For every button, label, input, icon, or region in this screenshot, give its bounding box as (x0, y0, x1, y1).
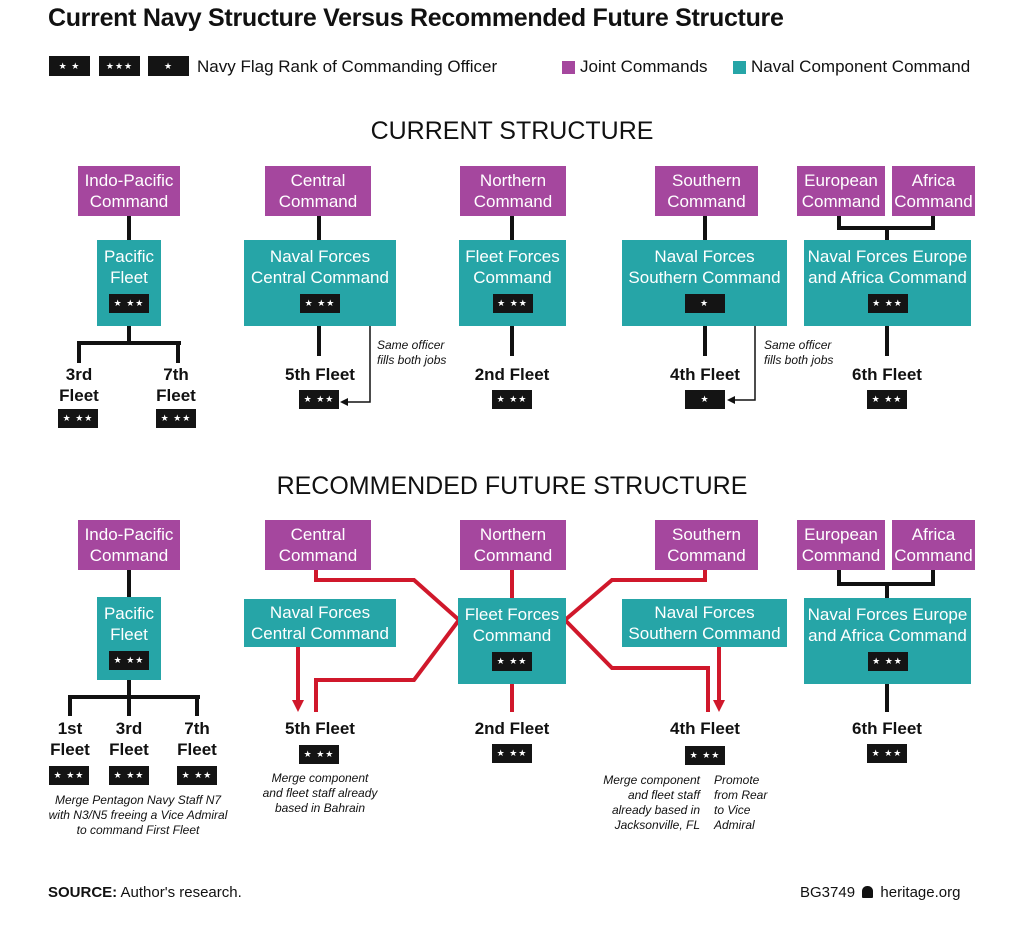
future-navsouth: Naval Forces Southern Command (622, 599, 787, 647)
future-central-command: Central Command (265, 520, 371, 570)
note-fifth-fleet: Merge component and fleet staff already … (262, 771, 378, 815)
rank-icon: ★ ★★ (492, 652, 532, 671)
current-fifth-fleet: 5th Fleet (285, 365, 355, 384)
future-third-fleet: 3rd Fleet (109, 719, 149, 759)
current-indopac-command: Indo-Pacific Command (78, 166, 180, 216)
future-africa-command: Africa Command (892, 520, 975, 570)
future-structure-heading: RECOMMENDED FUTURE STRUCTURE (276, 472, 748, 500)
rank-icon: ★ ★★ (156, 409, 196, 428)
bell-icon (862, 886, 874, 898)
future-fourth-fleet: 4th Fleet (670, 719, 740, 738)
footer-credit: BG3749 heritage.org (800, 884, 960, 901)
rank-icon: ★ ★★ (492, 390, 532, 409)
rank-icon: ★ ★★ (109, 766, 149, 785)
note-fourth-promote: Promote from Rear to Vice Admiral (714, 773, 768, 832)
legend-flag-rank-label: Navy Flag Rank of Commanding Officer (197, 57, 498, 76)
current-seventh-fleet: 7th Fleet (156, 365, 196, 405)
rank-icon: ★ (684, 294, 725, 313)
future-seventh-fleet: 7th Fleet (177, 719, 217, 759)
future-naveur: Naval Forces Europe and Africa Command ★… (804, 598, 971, 684)
future-european-command: European Command (797, 520, 885, 570)
future-fifth-fleet: 5th Fleet (285, 719, 355, 738)
rank-icon: ★ ★★ (299, 390, 339, 409)
rank-icon: ★ ★★ (492, 744, 532, 763)
rank-icon: ★ ★★ (58, 409, 98, 428)
note-fourth-merge: Merge component and fleet staff already … (603, 773, 700, 832)
legend-joint-swatch (562, 61, 575, 74)
current-pacific-fleet: Pacific Fleet ★ ★★ (97, 240, 161, 326)
source-line: SOURCE: Author's research. (48, 884, 242, 901)
one-star-rank-icon: ★ ★ (49, 56, 90, 76)
current-fleet-forces-command: Fleet Forces Command ★ ★★ (459, 240, 566, 326)
rank-icon: ★ ★★ (109, 651, 149, 670)
future-northern-command: Northern Command (460, 520, 566, 570)
current-navcent: Naval Forces Central Command ★ ★★ (244, 240, 396, 326)
current-fourth-fleet: 4th Fleet (670, 365, 740, 384)
current-northern-command: Northern Command (460, 166, 566, 216)
future-first-fleet: 1st Fleet (50, 719, 90, 759)
note-same-officer-central: Same officer fills both jobs (377, 338, 447, 367)
current-european-command: European Command (797, 166, 885, 216)
rank-icon: ★ ★★ (177, 766, 217, 785)
future-second-fleet: 2nd Fleet (474, 719, 550, 738)
legend-naval-label: Naval Component Command (751, 57, 971, 76)
future-navcent: Naval Forces Central Command (244, 599, 396, 647)
current-southern-command: Southern Command (655, 166, 758, 216)
note-first-fleet: Merge Pentagon Navy Staff N7 with N3/N5 … (48, 793, 228, 837)
rank-icon: ★ ★★ (685, 746, 725, 765)
rank-icon: ★ ★★ (492, 294, 533, 313)
rank-icon: ★ ★★ (109, 294, 149, 313)
rank-icon: ★ ★★ (867, 294, 908, 313)
future-pacific-fleet: Pacific Fleet ★ ★★ (97, 597, 161, 680)
rank-icon: ★ ★★ (49, 766, 89, 785)
future-southern-command: Southern Command (655, 520, 758, 570)
note-same-officer-southern: Same officer fills both jobs (764, 338, 834, 367)
future-fleet-forces-command: Fleet Forces Command ★ ★★ (458, 598, 566, 684)
legend-joint-label: Joint Commands (580, 57, 708, 76)
rank-icon: ★ ★★ (299, 745, 339, 764)
current-sixth-fleet: 6th Fleet (852, 365, 922, 384)
current-navsouth: Naval Forces Southern Command ★ (622, 240, 787, 326)
three-star-rank-icon: ★ (148, 56, 189, 76)
report-code: BG3749 (800, 884, 856, 901)
rank-icon: ★ ★★ (300, 294, 340, 313)
current-central-command: Central Command (265, 166, 371, 216)
site-link[interactable]: heritage.org (880, 884, 961, 901)
current-structure-heading: CURRENT STRUCTURE (370, 117, 654, 145)
legend-naval-swatch (733, 61, 746, 74)
current-second-fleet: 2nd Fleet (474, 365, 550, 384)
current-africa-command: Africa Command (892, 166, 975, 216)
current-third-fleet: 3rd Fleet (59, 365, 99, 405)
current-naveur: Naval Forces Europe and Africa Command ★… (804, 240, 971, 326)
rank-icon: ★ ★★ (867, 390, 907, 409)
two-star-rank-icon: ★★★ (99, 56, 140, 76)
rank-icon: ★ (685, 390, 725, 409)
page-title: Current Navy Structure Versus Recommende… (48, 4, 784, 32)
rank-icon: ★ ★★ (867, 652, 908, 671)
future-indopac-command: Indo-Pacific Command (78, 520, 180, 570)
future-sixth-fleet: 6th Fleet (852, 719, 922, 738)
rank-icon: ★ ★★ (867, 744, 907, 763)
